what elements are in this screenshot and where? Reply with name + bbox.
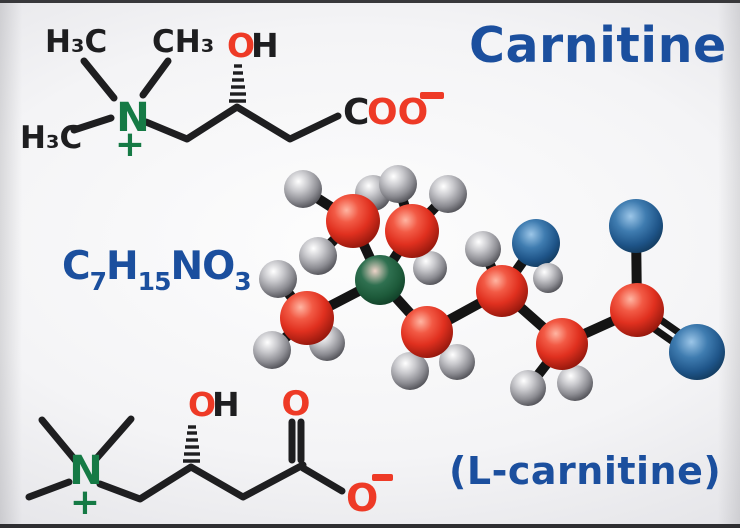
atom-H-2 xyxy=(284,170,322,208)
skeletal-formula-top: H₃C CH₃ H₃C N + O H C OO xyxy=(20,24,444,165)
skeletal-formula-bottom: N + O H O O xyxy=(25,384,393,523)
bond-line xyxy=(299,464,346,495)
bond-lines xyxy=(25,415,346,503)
methyl-label: H₃C xyxy=(45,24,107,60)
atom-H-4 xyxy=(299,237,337,275)
atom-C-19 xyxy=(476,265,528,317)
nitrogen-label: N xyxy=(116,95,149,141)
atom-H-5 xyxy=(259,260,297,298)
atom-O-24 xyxy=(609,199,663,253)
atom-C-15 xyxy=(385,204,439,258)
methyl-label: H₃C xyxy=(20,120,82,156)
formula-subscript: 7 xyxy=(89,267,107,296)
atom-C-22 xyxy=(536,318,588,370)
methyl-label: CH₃ xyxy=(152,24,214,60)
bond-line xyxy=(25,478,73,501)
atom-H-7 xyxy=(465,231,501,267)
atom-H-13 xyxy=(557,365,593,401)
bond-lines xyxy=(70,57,342,143)
bond-chain xyxy=(142,103,342,143)
top-border xyxy=(0,0,740,3)
carboxylate-c-label: C xyxy=(343,92,369,133)
formula-subscript: 3 xyxy=(234,267,251,296)
carboxylate-oo-label: OO xyxy=(367,92,428,133)
bond-line xyxy=(80,57,118,102)
atom-C-17 xyxy=(280,291,334,345)
atom-H-8 xyxy=(253,331,291,369)
formula-symbol: O xyxy=(202,244,235,289)
bond-line xyxy=(92,415,135,463)
hashed-wedge-bond xyxy=(183,425,200,463)
bottom-border xyxy=(0,524,740,528)
hydroxyl-h-label: H xyxy=(251,26,279,65)
atom-C-18 xyxy=(401,306,453,358)
minus-charge xyxy=(420,92,444,99)
page-subtitle: (L-carnitine) xyxy=(449,449,722,493)
carbonyl-o-label: O xyxy=(282,384,311,424)
formula-symbol: N xyxy=(170,244,203,289)
bond-chain xyxy=(96,461,307,503)
atom-H-10 xyxy=(391,352,429,390)
hydroxyl-h-label: H xyxy=(212,385,240,424)
atom-O-25 xyxy=(669,324,725,380)
hashed-wedge-bond xyxy=(229,64,246,103)
minus-charge xyxy=(372,474,393,481)
atom-C-14 xyxy=(326,194,380,248)
molecular-formula: C7H15NO3 xyxy=(62,244,252,296)
nitrogen-label: N xyxy=(69,448,102,494)
atom-H-21 xyxy=(533,263,563,293)
bond-line xyxy=(70,114,115,134)
atom-H-1 xyxy=(379,165,417,203)
formula-symbol: H xyxy=(106,244,139,289)
atom-H-12 xyxy=(510,370,546,406)
atom-N-16 xyxy=(355,255,405,305)
plus-charge: + xyxy=(70,482,100,523)
hydroxyl-o-label: O xyxy=(188,385,216,424)
atom-H-6 xyxy=(413,251,447,285)
atom-O-20 xyxy=(512,219,560,267)
atom-H-11 xyxy=(439,344,475,380)
formula-symbol: C xyxy=(62,244,91,289)
bond-line xyxy=(139,57,172,99)
atom-H-3 xyxy=(429,175,467,213)
atom-C-23 xyxy=(610,283,664,337)
anion-o-label: O xyxy=(346,476,378,520)
hydroxyl-o-label: O xyxy=(227,26,255,65)
bond-line xyxy=(38,416,80,465)
page-title: Carnitine xyxy=(469,17,727,74)
formula-subscript: 15 xyxy=(137,267,172,296)
plus-charge: + xyxy=(115,124,145,165)
